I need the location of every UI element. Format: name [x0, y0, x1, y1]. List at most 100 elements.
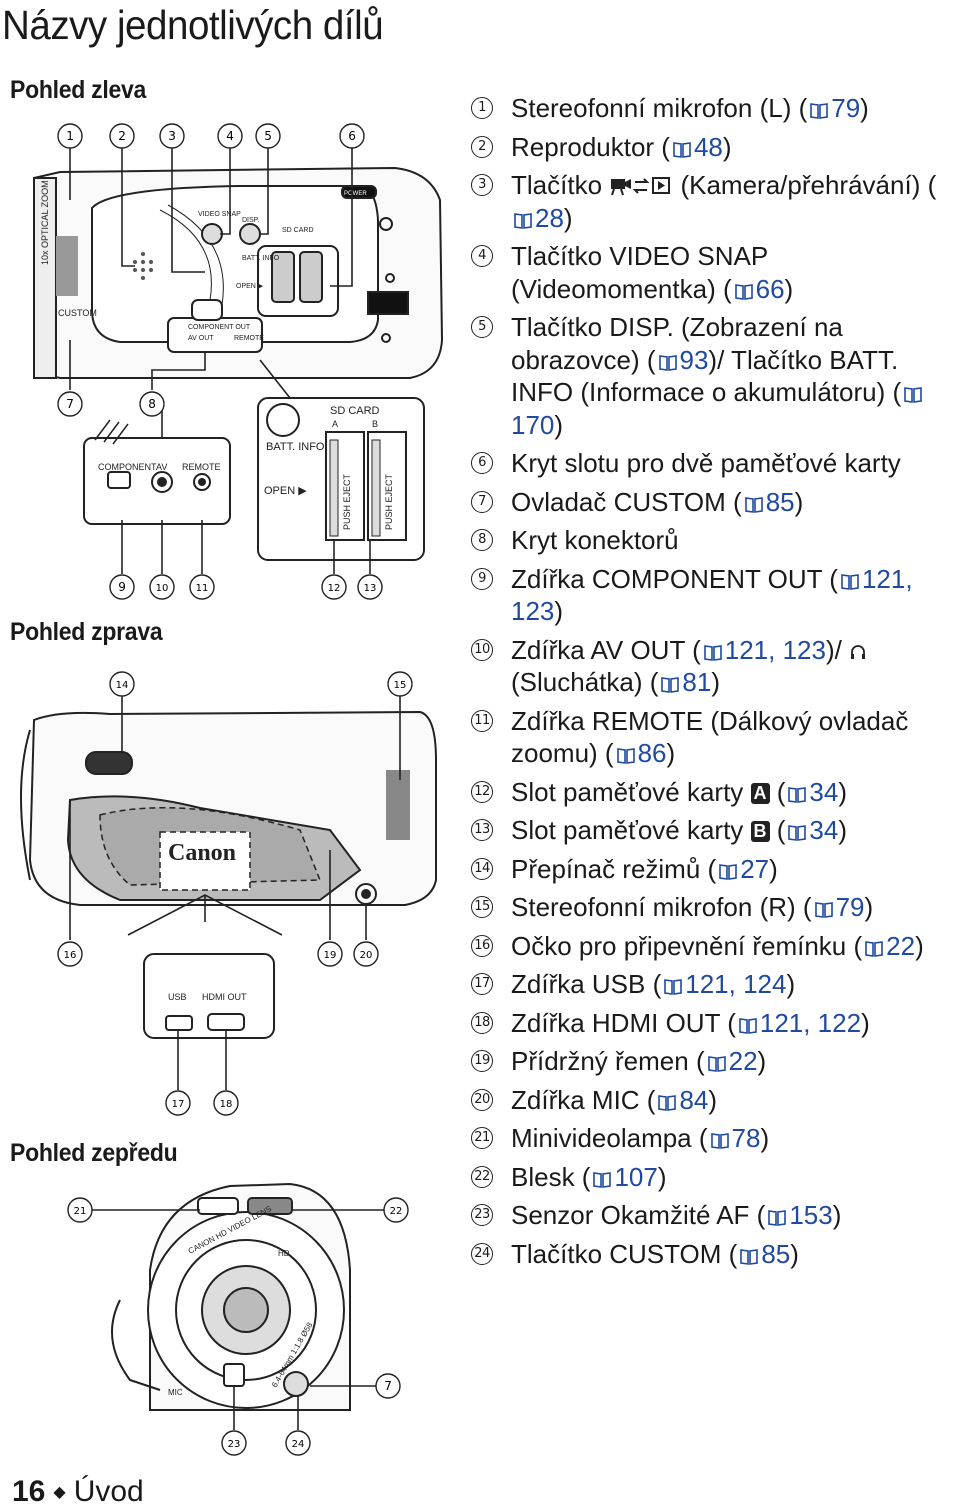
- legend-number: 21: [471, 1127, 493, 1149]
- callout-6: 6: [339, 123, 365, 149]
- hdmi-out-label: HDMI OUT: [202, 992, 247, 1002]
- book-icon: [814, 902, 833, 918]
- page-reference-link[interactable]: 85: [761, 1238, 791, 1269]
- page-reference-link[interactable]: 66: [755, 273, 785, 304]
- svg-text:16: 16: [64, 950, 77, 961]
- page-reference-link[interactable]: 27: [740, 853, 770, 884]
- slot-badge: A: [750, 782, 770, 804]
- book-icon: [810, 103, 829, 119]
- legend-text: Zdířka REMOTE (Dálkový ovladač zoomu) (: [511, 705, 909, 769]
- book-icon: [788, 825, 807, 841]
- page-reference-link[interactable]: 22: [886, 930, 916, 961]
- page-reference-link[interactable]: 153: [789, 1200, 833, 1230]
- book-icon: [661, 677, 680, 693]
- legend-number: 15: [471, 896, 493, 918]
- svg-text:8: 8: [148, 397, 156, 411]
- page-reference-link[interactable]: 170: [511, 409, 555, 440]
- page-reference-link[interactable]: 34: [809, 776, 839, 807]
- callout-3: 3: [159, 123, 185, 149]
- svg-text:19: 19: [324, 950, 337, 961]
- legend-number: 16: [471, 934, 493, 957]
- page-reference-link[interactable]: 78: [731, 1123, 761, 1153]
- legend-text-cont: (Sluchátka) (: [511, 667, 659, 697]
- disp-label: DISP.: [242, 217, 259, 224]
- book-icon: [739, 1017, 757, 1034]
- legend-text: Stereofonní mikrofon (L) (: [511, 93, 808, 123]
- page-reference-link[interactable]: 79: [831, 93, 861, 123]
- legend-text: Blesk (: [511, 1161, 591, 1192]
- canon-logo: Canon: [168, 840, 236, 866]
- book-icon: [707, 1056, 726, 1072]
- legend-text-cont: (Kamera/přehrávání) (: [673, 170, 937, 200]
- legend-number: 22: [471, 1165, 493, 1188]
- page-reference-link[interactable]: 81: [682, 667, 712, 697]
- page-reference-link[interactable]: 48: [693, 131, 723, 162]
- page-reference-link[interactable]: 121, 123: [724, 634, 826, 665]
- legend-number: 9: [471, 567, 493, 590]
- sd-card-label: SD CARD: [282, 227, 314, 234]
- svg-text:24: 24: [292, 1439, 305, 1450]
- svg-text:23: 23: [228, 1439, 241, 1450]
- camera-playback-icon: [611, 177, 671, 196]
- push-eject-b-label: PUSH EJECT: [384, 473, 394, 530]
- page-reference-link[interactable]: 84: [679, 1084, 709, 1115]
- right-view-text: Canon USB HDMI OUT: [168, 840, 247, 1002]
- callout-13: 13: [357, 574, 383, 600]
- legend-number: 23: [471, 1204, 493, 1226]
- page-reference-link[interactable]: 93: [679, 344, 709, 375]
- book-icon: [768, 1210, 787, 1226]
- legend-text-cont: (: [769, 776, 786, 807]
- page-reference-link[interactable]: 121, 124: [685, 969, 787, 999]
- callout-21: 21: [67, 1197, 93, 1223]
- section-left-view: Pohled zleva: [10, 76, 147, 104]
- remote-label: REMOTE: [182, 462, 221, 472]
- page-reference-link[interactable]: 28: [535, 202, 564, 233]
- legend-text-after: )/ Tlačítko BATT. INFO (Informace o akum…: [511, 344, 902, 408]
- camcorder-diagrams: 10x OPTICAL ZOOM CUSTOM VIDEO SNAP DISP.…: [20, 123, 444, 1456]
- callout-2: 2: [109, 123, 135, 149]
- legend-text-after: ): [708, 1084, 718, 1115]
- callout-22: 22: [383, 1197, 409, 1223]
- book-icon: [616, 748, 635, 764]
- legend-number: 18: [471, 1011, 493, 1034]
- legend-text: Tlačítko CUSTOM (: [511, 1238, 738, 1269]
- callout-15: 15: [387, 671, 413, 697]
- batt-info-label: BATT. INFO: [242, 255, 280, 262]
- legend-number: 5: [471, 316, 493, 338]
- legend-text-after: ): [769, 853, 778, 884]
- legend-text: Zdířka HDMI OUT (: [511, 1007, 736, 1038]
- component-out-label: COMPONENT OUT: [188, 324, 251, 331]
- svg-text:5: 5: [264, 129, 272, 143]
- book-icon: [744, 496, 763, 513]
- book-icon: [703, 644, 722, 661]
- page-reference-link[interactable]: 107: [614, 1161, 658, 1192]
- svg-text:9: 9: [118, 580, 126, 594]
- page-reference-link[interactable]: 121, 123: [511, 563, 913, 627]
- page-reference-link[interactable]: 79: [835, 892, 865, 922]
- svg-text:4: 4: [226, 129, 234, 143]
- legend-item: 16 Očko pro připevnění řemínku ( 22): [470, 930, 958, 963]
- svg-text:18: 18: [220, 1099, 233, 1110]
- legend-text: Očko pro připevnění řemínku (: [511, 930, 863, 961]
- page-reference-link[interactable]: 22: [728, 1046, 758, 1076]
- callout-7-front: 7: [375, 1373, 401, 1399]
- svg-text:21: 21: [74, 1206, 87, 1217]
- page-reference-link[interactable]: 34: [809, 815, 839, 845]
- page-reference-link[interactable]: 86: [637, 738, 667, 768]
- remote-label-small: REMOTE: [234, 335, 264, 342]
- book-icon: [788, 786, 807, 803]
- callout-4: 4: [217, 123, 243, 149]
- page-reference-link[interactable]: 121, 122: [759, 1007, 862, 1038]
- callout-numbers: 1 2 3 4 5 6 7 8 9 10 11 12 13 14 15 16 1…: [57, 123, 413, 1456]
- callout-11: 11: [189, 574, 215, 600]
- legend-text-after: ): [915, 930, 924, 961]
- book-icon: [673, 141, 691, 158]
- legend-number: 6: [471, 452, 493, 474]
- page-reference-link[interactable]: 85: [765, 486, 795, 517]
- mic-label: MIC: [168, 1388, 183, 1397]
